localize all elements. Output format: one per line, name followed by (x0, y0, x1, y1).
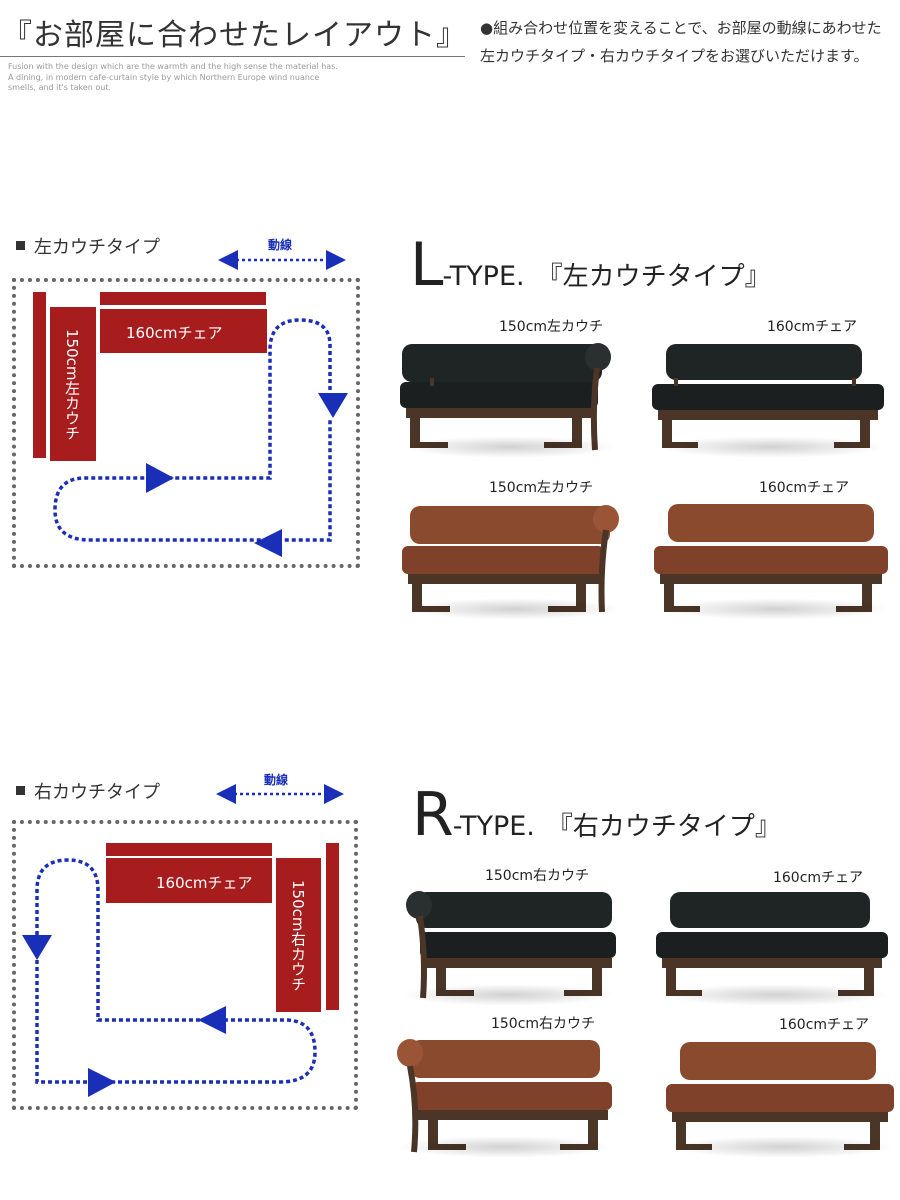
right-floor-plan (12, 820, 358, 1110)
intro-text: ●組み合わせ位置を変えることで、お部屋の動線にあわせた左カウチタイプ・右カウチタ… (480, 19, 882, 65)
l-type-jp: 『左カウチタイプ』 (536, 262, 771, 292)
r-type-jp: 『右カウチタイプ』 (546, 812, 781, 842)
square-bullet-icon (16, 241, 25, 250)
l-product-label-1: 150cm左カウチ (498, 319, 604, 335)
flow-legend-arrow-icon (218, 250, 346, 270)
right-couch-section-label: 右カウチタイプ (16, 778, 160, 804)
flow-legend-label: 動線 (268, 238, 293, 252)
left-plan-couch-label: 150cm左カウチ (63, 329, 81, 441)
right-plan-table-edge-horizontal (106, 843, 272, 856)
l-product-label-4: 160cmチェア (758, 480, 850, 496)
l-product-image-2 (646, 338, 891, 458)
r-product-image-1 (396, 888, 626, 1006)
left-floor-plan (12, 278, 360, 568)
right-plan-chair-block: 160cmチェア (106, 858, 272, 903)
right-plan-couch-block: 150cm右カウチ (276, 858, 321, 1012)
right-couch-label-text: 右カウチタイプ (34, 782, 160, 803)
flow-legend-arrow-icon (216, 784, 344, 804)
flow-legend-label-2: 動線 (264, 773, 289, 787)
r-type-heading: R-TYPE. 『右カウチタイプ』 (412, 780, 781, 850)
left-plan-chair-block: 160cmチェア (100, 309, 267, 353)
l-product-image-4 (650, 500, 895, 620)
l-product-image-3 (396, 500, 626, 620)
l-product-image-1 (392, 338, 622, 458)
l-type-heading: L-TYPE. 『左カウチタイプ』 (410, 230, 771, 300)
left-plan-table-edge-horizontal (100, 292, 266, 305)
square-bullet-icon (16, 786, 25, 795)
left-couch-section-label: 左カウチタイプ (16, 233, 160, 259)
right-plan-couch-label: 150cm右カウチ (289, 880, 307, 992)
l-type-letter: L (410, 230, 443, 300)
left-plan-table-edge-vertical (33, 292, 46, 458)
right-plan-table-edge-vertical (326, 843, 339, 1010)
r-type-letter: R (412, 780, 454, 850)
r-type-suffix: -TYPE. (452, 811, 535, 842)
l-type-suffix: -TYPE. (442, 261, 525, 292)
r-product-label-2: 160cmチェア (772, 870, 864, 886)
english-subtext: Fusion with the design which are the war… (8, 62, 338, 92)
r-product-image-4 (660, 1036, 900, 1158)
r-product-label-3: 150cm右カウチ (490, 1016, 596, 1032)
left-plan-couch-block: 150cm左カウチ (50, 307, 96, 461)
l-product-label-2: 160cmチェア (766, 319, 858, 335)
r-product-label-4: 160cmチェア (778, 1017, 870, 1033)
title-divider (0, 56, 465, 57)
left-plan-chair-label: 160cmチェア (126, 324, 223, 342)
page-title: 『お部屋に合わせたレイアウト』 (2, 18, 467, 53)
r-product-label-1: 150cm右カウチ (484, 868, 590, 884)
r-product-image-2 (650, 888, 895, 1006)
left-couch-label-text: 左カウチタイプ (34, 237, 160, 258)
right-plan-chair-label: 160cmチェア (156, 874, 253, 892)
r-product-image-3 (392, 1036, 622, 1158)
l-product-label-3: 150cm左カウチ (488, 480, 594, 496)
